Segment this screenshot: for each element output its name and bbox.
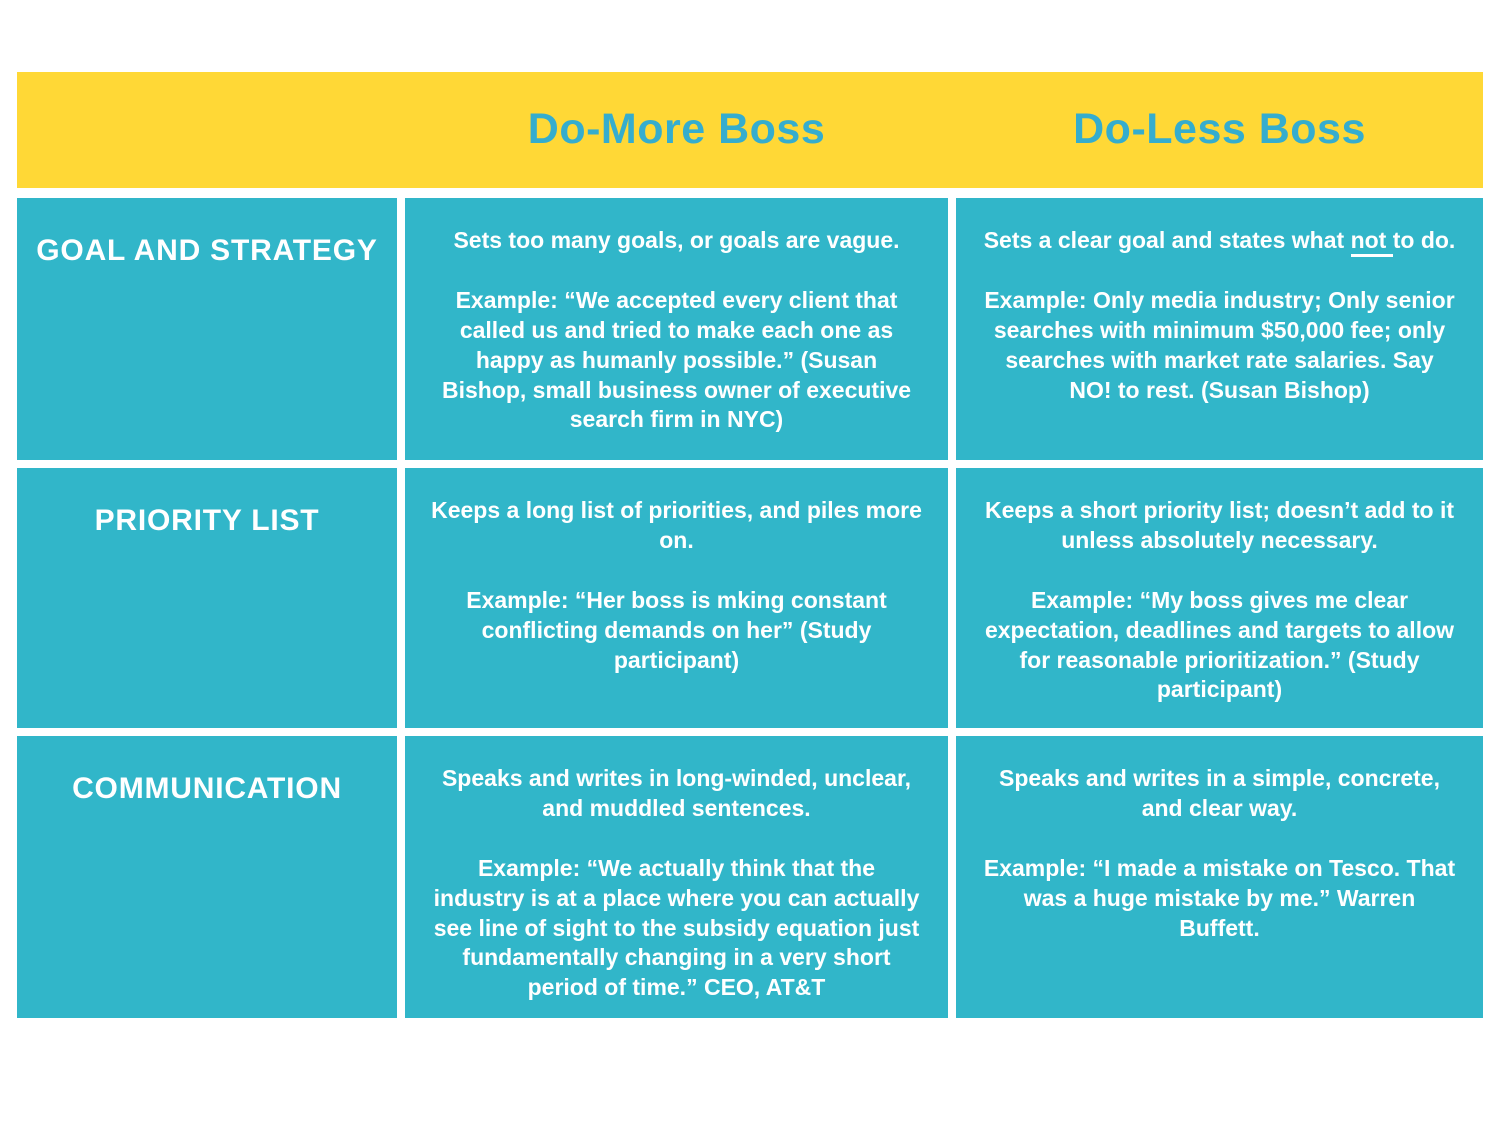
cell-goal-do-more: Sets too many goals, or goals are vague.…	[405, 198, 948, 460]
cell-main-text: Sets a clear goal and states what not to…	[982, 226, 1457, 257]
underlined-not: not	[1350, 227, 1393, 257]
cell-example-text: Example: “My boss gives me clear expecta…	[984, 586, 1455, 703]
cell-example-text: Example: “I made a mistake on Tesco. Tha…	[983, 854, 1456, 941]
cell-main-text: Keeps a long list of priorities, and pil…	[431, 497, 922, 553]
cell-example-text: Example: “We actually think that the ind…	[433, 854, 920, 1001]
cell-example-text: Example: Only media industry; Only senio…	[984, 286, 1455, 403]
cell-goal-do-less: Sets a clear goal and states what not to…	[956, 198, 1483, 460]
column-title-do-more-boss: Do-More Boss	[527, 105, 826, 154]
main-text-before: Sets a clear goal and states what	[983, 227, 1351, 253]
cell-main-text: Speaks and writes in long-winded, unclea…	[441, 765, 912, 821]
table-body: GOAL AND STRATEGY Sets too many goals, o…	[17, 198, 1483, 1018]
row-label-priority-list: PRIORITY LIST	[17, 468, 397, 728]
main-text-after: to do.	[1392, 227, 1456, 253]
cell-priority-do-more: Keeps a long list of priorities, and pil…	[405, 468, 948, 728]
cell-example-text: Example: “We accepted every client that …	[441, 286, 912, 433]
cell-main-text: Sets too many goals, or goals are vague.	[453, 227, 900, 253]
cell-example-text: Example: “Her boss is mking constant con…	[466, 586, 887, 673]
cell-communication-do-more: Speaks and writes in long-winded, unclea…	[405, 736, 948, 1018]
row-label-goal-and-strategy: GOAL AND STRATEGY	[17, 198, 397, 460]
row-label-communication: COMMUNICATION	[17, 736, 397, 1018]
cell-priority-do-less: Keeps a short priority list; doesn’t add…	[956, 468, 1483, 728]
cell-communication-do-less: Speaks and writes in a simple, concrete,…	[956, 736, 1483, 1018]
comparison-table: Do-More Boss Do-Less Boss GOAL AND STRAT…	[17, 72, 1483, 1018]
cell-main-text: Keeps a short priority list; doesn’t add…	[985, 497, 1454, 553]
cell-main-text: Speaks and writes in a simple, concrete,…	[998, 765, 1440, 821]
table-header-band: Do-More Boss Do-Less Boss	[17, 72, 1483, 188]
column-title-do-less-boss: Do-Less Boss	[1073, 105, 1366, 154]
